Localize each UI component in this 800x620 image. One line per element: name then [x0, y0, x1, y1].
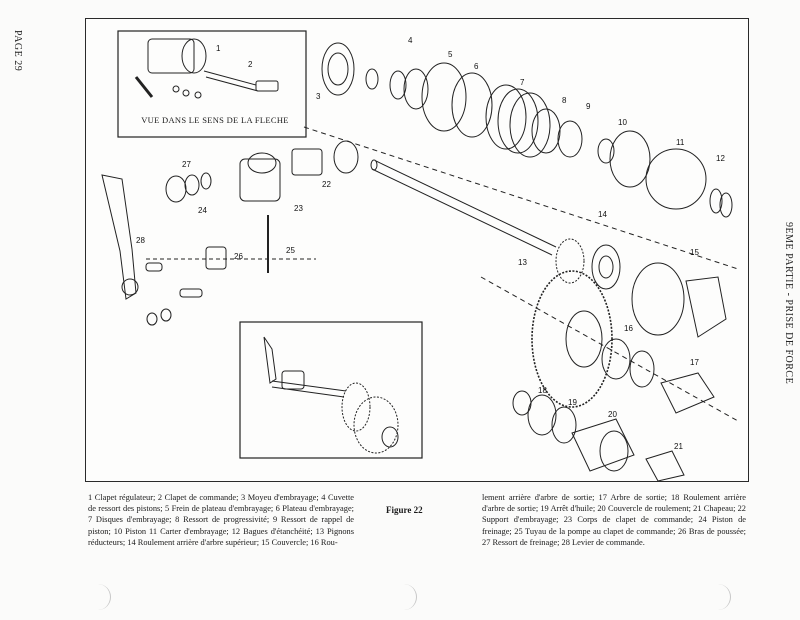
part-label-15: 15: [690, 248, 699, 257]
reduction-gears: [531, 238, 727, 414]
inset-box-top: [117, 30, 307, 138]
part-labels: 1 2 3 4 5 6 7 8 9 10 11 12 13 14 15 16 1…: [136, 36, 725, 451]
inset-caption: VUE DANS LE SENS DE LA FLECHE: [141, 115, 289, 125]
part-label-25: 25: [286, 246, 295, 255]
part-label-13: 13: [518, 258, 527, 267]
part-label-9: 9: [586, 102, 591, 111]
part-label-21: 21: [674, 442, 683, 451]
part-label-7: 7: [520, 78, 525, 87]
part-label-1: 1: [216, 44, 221, 53]
part-label-6: 6: [474, 62, 479, 71]
part-label-26: 26: [234, 252, 243, 261]
page-number: PAGE 29: [12, 30, 23, 72]
part-label-5: 5: [448, 50, 453, 59]
part-label-18: 18: [538, 386, 547, 395]
part-label-10: 10: [618, 118, 627, 127]
section-title: 9EME PARTIE - PRISE DE FORCE: [783, 222, 794, 385]
exploded-view-figure: 1 2 3 4 5 6 7 8 9 10 11 12 13 14 15 16 1…: [85, 18, 749, 482]
valve-assembly-inset: [134, 38, 279, 99]
part-label-24: 24: [198, 206, 207, 215]
part-label-20: 20: [608, 410, 617, 419]
part-label-8: 8: [562, 96, 567, 105]
inset-box-bottom: [239, 321, 423, 459]
part-label-16: 16: [624, 324, 633, 333]
part-label-11: 11: [676, 138, 685, 147]
legend-text-right: lement arrière d'arbre de sortie; 17 Arb…: [482, 493, 746, 547]
part-label-27: 27: [182, 160, 191, 169]
clutch-pack: [321, 42, 733, 218]
part-label-23: 23: [294, 204, 303, 213]
output-bearing-cover: [512, 390, 685, 481]
axis-line-upper: [303, 126, 739, 270]
assembled-view: [263, 336, 399, 454]
part-label-22: 22: [322, 180, 331, 189]
scan-artifact: [402, 584, 417, 610]
scan-artifact: [96, 584, 111, 610]
part-label-19: 19: [568, 398, 577, 407]
part-label-3: 3: [316, 92, 321, 101]
control-lever-linkage: [101, 140, 359, 326]
part-label-4: 4: [408, 36, 413, 45]
part-label-2: 2: [248, 60, 253, 69]
part-label-28: 28: [136, 236, 145, 245]
part-label-14: 14: [598, 210, 607, 219]
part-label-12: 12: [716, 154, 725, 163]
output-shaft: [370, 159, 557, 256]
legend-text-left: 1 Clapet régulateur; 2 Clapet de command…: [88, 493, 354, 547]
exploded-view-drawing: 1 2 3 4 5 6 7 8 9 10 11 12 13 14 15 16 1…: [101, 30, 739, 481]
scan-artifact: [716, 584, 731, 610]
figure-title: Figure 22: [386, 505, 423, 515]
axis-line-lower: [480, 276, 739, 422]
part-label-17: 17: [690, 358, 699, 367]
